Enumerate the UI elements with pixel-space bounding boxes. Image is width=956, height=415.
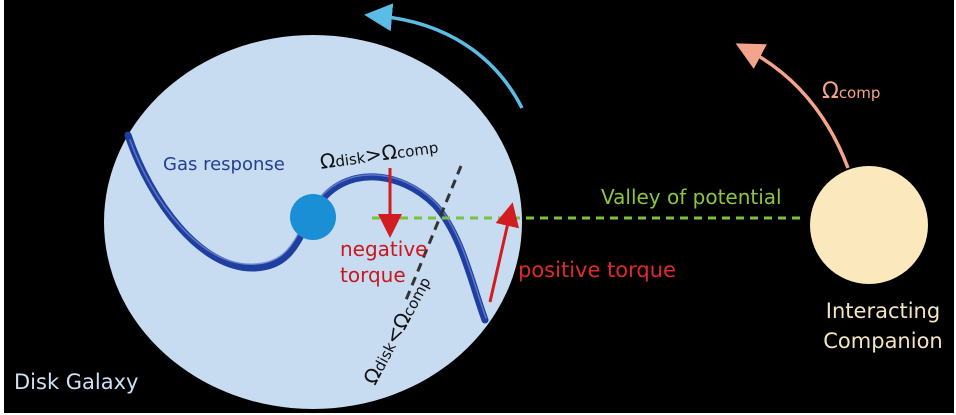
positive-torque-arrow (488, 202, 520, 303)
disk-rotation-arrow (364, 3, 524, 109)
negative-torque-label: negative torque (340, 237, 428, 287)
interacting-companion-circle (810, 166, 928, 284)
valley-of-potential-label: Valley of potential (601, 185, 782, 209)
galaxy-bulge (290, 194, 336, 240)
interacting-companion-label: Interacting Companion (823, 299, 943, 354)
gas-response-label: Gas response (163, 154, 285, 175)
disk-galaxy-label: Disk Galaxy (14, 370, 139, 394)
omega-comp-label: Ωcomp (822, 79, 881, 104)
positive-torque-label: positive torque (518, 258, 676, 282)
corotation-dashed-line (404, 165, 463, 301)
companion-orbit-arrow (735, 43, 850, 169)
